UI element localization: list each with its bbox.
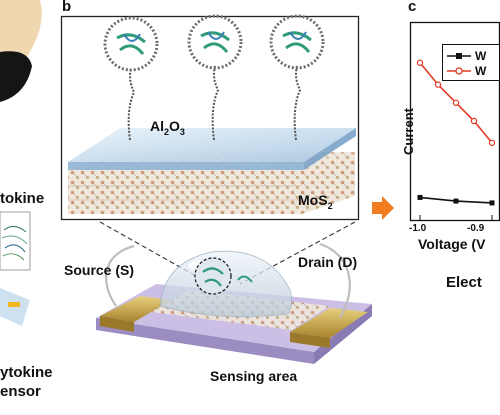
legend-entry-red: W: [475, 64, 487, 78]
cytokine-inset: [0, 211, 31, 271]
series-point-black-2: [453, 198, 459, 204]
flow-arrow: [372, 196, 394, 220]
source-label: Source (S): [64, 262, 135, 278]
panel-label-b: b: [62, 0, 72, 15]
zoom-circle: [194, 257, 232, 295]
cytokine-label-top: tokine: [0, 190, 45, 207]
legend-marker-black: [456, 53, 462, 59]
series-point-red-1: [416, 59, 424, 66]
aptamer-receptor-1: [103, 16, 159, 141]
panel-a: [0, 0, 42, 326]
wearable-device: [0, 51, 32, 102]
al2o3-label: Al2O3: [150, 118, 185, 137]
series-point-red-3: [452, 99, 460, 107]
chart-series-group: [416, 59, 496, 220]
drain-electrode: [290, 242, 368, 348]
mos2-label: MoS2: [298, 192, 333, 211]
cytokine-label-bottom: ytokine: [0, 364, 53, 381]
series-point-red-2: [434, 81, 442, 88]
chart-caption: Elect: [446, 274, 482, 291]
series-point-red-5: [488, 139, 496, 147]
chart-x-axis-label: Voltage (V: [418, 236, 486, 252]
aptamer-receptor-2: [187, 14, 243, 141]
legend-box: [442, 44, 500, 81]
sensor-label: ensor: [0, 383, 41, 400]
chart-x-tick-1: -1.0: [409, 223, 427, 234]
zoom-molecule-icon: [202, 267, 224, 287]
panel-b: [60, 14, 394, 364]
series-point-black-1: [417, 194, 423, 200]
chart-x-tick-2: -0.9: [467, 223, 485, 234]
aptamer-receptor-3: [269, 14, 325, 141]
sensor-chip-electrode: [8, 302, 20, 307]
cytokine-molecule-icon: [1, 225, 28, 261]
series-point-black-3: [489, 200, 495, 206]
chart-y-axis-label: Current: [400, 108, 416, 155]
legend-entry-black: W: [475, 49, 487, 63]
chart-legend: [442, 44, 500, 81]
floating-cytokine-icon: [237, 275, 253, 283]
series-point-red-4: [470, 117, 478, 125]
drain-label: Drain (D): [298, 254, 358, 270]
source-electrode: [100, 244, 172, 332]
sensing-area-label: Sensing area: [210, 368, 298, 384]
legend-marker-red: [455, 67, 463, 75]
al2o3-layer: [68, 128, 356, 170]
panel-label-c: c: [408, 0, 417, 15]
